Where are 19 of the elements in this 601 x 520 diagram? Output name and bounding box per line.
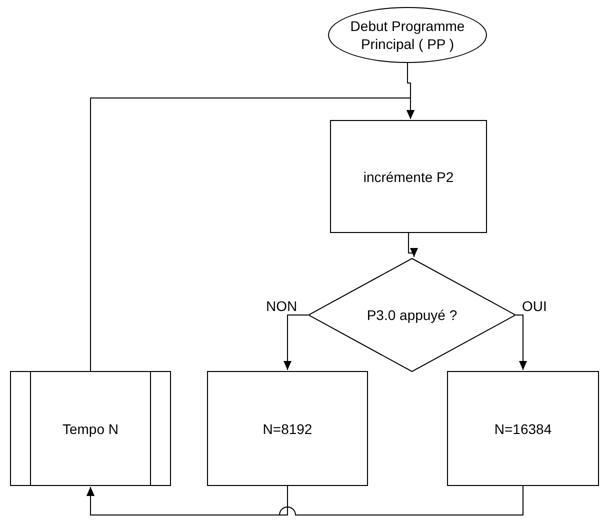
arrow [284, 314, 308, 370]
node-label: N=16384 [494, 420, 552, 438]
node-label: P3.0 appuyé ? [366, 306, 458, 324]
edge-label: OUI [522, 298, 547, 314]
decision-diamond [308, 258, 516, 372]
node-label: N=8192 [262, 420, 312, 438]
process-box [447, 371, 599, 486]
process-box [207, 371, 368, 486]
arrow [86, 486, 524, 516]
node-label: incrémente P2 [363, 168, 454, 186]
start-terminal [328, 7, 487, 63]
process-box [330, 120, 487, 233]
node-label: Tempo N [62, 420, 119, 438]
subroutine-box [10, 371, 171, 486]
node-label: Debut Programme Principal ( PP ) [349, 17, 466, 53]
arrow [516, 314, 527, 370]
arrow [90, 98, 414, 372]
arrow [408, 232, 418, 258]
edge-label: NON [266, 298, 298, 314]
